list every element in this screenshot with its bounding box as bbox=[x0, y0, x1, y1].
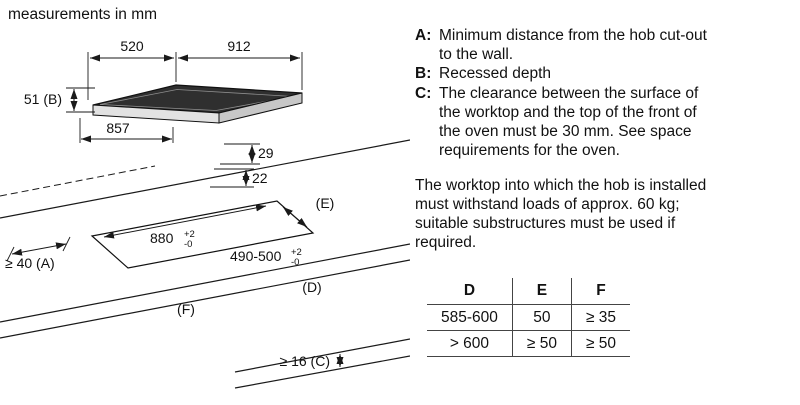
legend-item-a: A: Minimum distance from the hob cut-out… bbox=[415, 26, 793, 64]
dim-880-label: 880 bbox=[150, 230, 174, 246]
dim-490-label: 490-500 bbox=[230, 248, 282, 264]
oven-front-bottom-edge bbox=[234, 355, 411, 389]
label-f: (F) bbox=[177, 301, 195, 317]
dim-c-label: ≥ 16 (C) bbox=[280, 353, 330, 369]
legend-item-key: C: bbox=[415, 84, 432, 102]
legend-item-key: B: bbox=[415, 65, 432, 83]
table-header-d: D bbox=[427, 278, 513, 305]
measurements-note: measurements in mm bbox=[8, 6, 158, 23]
installation-diagram: 520 912 51 (B) 857 29 22 880 +2 -0 490-5… bbox=[0, 38, 411, 389]
dim-29-label: 29 bbox=[258, 145, 274, 161]
legend-item-key: A: bbox=[415, 27, 432, 44]
table-header-f: F bbox=[570, 278, 631, 305]
dim-a-line bbox=[11, 242, 67, 256]
dim-912-label: 912 bbox=[227, 38, 251, 54]
hob-installation-drawing: 520 912 51 (B) 857 29 22 880 +2 -0 490-5… bbox=[0, 38, 411, 389]
dim-490-tol-plus: +2 bbox=[291, 247, 302, 258]
cutout-width-dim-line bbox=[103, 204, 267, 239]
hob-right-face bbox=[218, 92, 303, 124]
dim-490-tol-minus: -0 bbox=[291, 257, 299, 268]
table-cell: 585-600 bbox=[441, 308, 498, 326]
table-cell: ≥ 50 bbox=[511, 329, 572, 357]
legend-item-text: Recessed depth bbox=[439, 65, 552, 83]
table-cell: ≥ 50 bbox=[570, 329, 631, 357]
label-d: (D) bbox=[302, 279, 321, 295]
legend-item-text: Minimum distance from the hob cut-out to… bbox=[439, 27, 707, 64]
worktop-front-bottom-edge bbox=[0, 259, 411, 339]
legend-item-b: B: Recessed depth bbox=[415, 64, 793, 83]
dim-857-label: 857 bbox=[106, 120, 130, 136]
legend: A: Minimum distance from the hob cut-out… bbox=[415, 26, 793, 161]
dim-51-label: 51 (B) bbox=[24, 91, 62, 107]
dim-520-label: 520 bbox=[120, 38, 144, 54]
table-row: > 600 ≥ 50 ≥ 50 bbox=[427, 329, 631, 357]
table-header-e: E bbox=[511, 278, 572, 305]
dim-880-tol-plus: +2 bbox=[184, 229, 195, 240]
table-cell: 50 bbox=[511, 304, 572, 331]
legend-item-c: C: The clearance between the surface of … bbox=[415, 84, 793, 161]
clearance-table: D E F 585-600 50 ≥ 35 > 600 ≥ 50 ≥ 50 bbox=[427, 278, 631, 358]
worktop-front-top-edge bbox=[0, 243, 411, 323]
worktop-back-edge bbox=[0, 139, 411, 219]
dim-880-tol-minus: -0 bbox=[184, 239, 192, 250]
dim-a-label: ≥ 40 (A) bbox=[5, 255, 55, 271]
table-cell: > 600 bbox=[427, 329, 513, 357]
table-row: 585-600 50 ≥ 35 bbox=[427, 304, 631, 331]
label-e: (E) bbox=[316, 195, 335, 211]
worktop-load-note: The worktop into which the hob is instal… bbox=[415, 176, 707, 252]
dim-22-label: 22 bbox=[252, 170, 268, 186]
worktop-hidden-edge bbox=[0, 165, 156, 197]
legend-item-text: The clearance between the surface of the… bbox=[439, 84, 699, 160]
cutout-depth-dim-line bbox=[282, 206, 308, 228]
table-cell: ≥ 35 bbox=[570, 304, 631, 331]
explanation-panel: A: Minimum distance from the hob cut-out… bbox=[415, 26, 793, 358]
oven-front-top-edge bbox=[234, 338, 411, 373]
